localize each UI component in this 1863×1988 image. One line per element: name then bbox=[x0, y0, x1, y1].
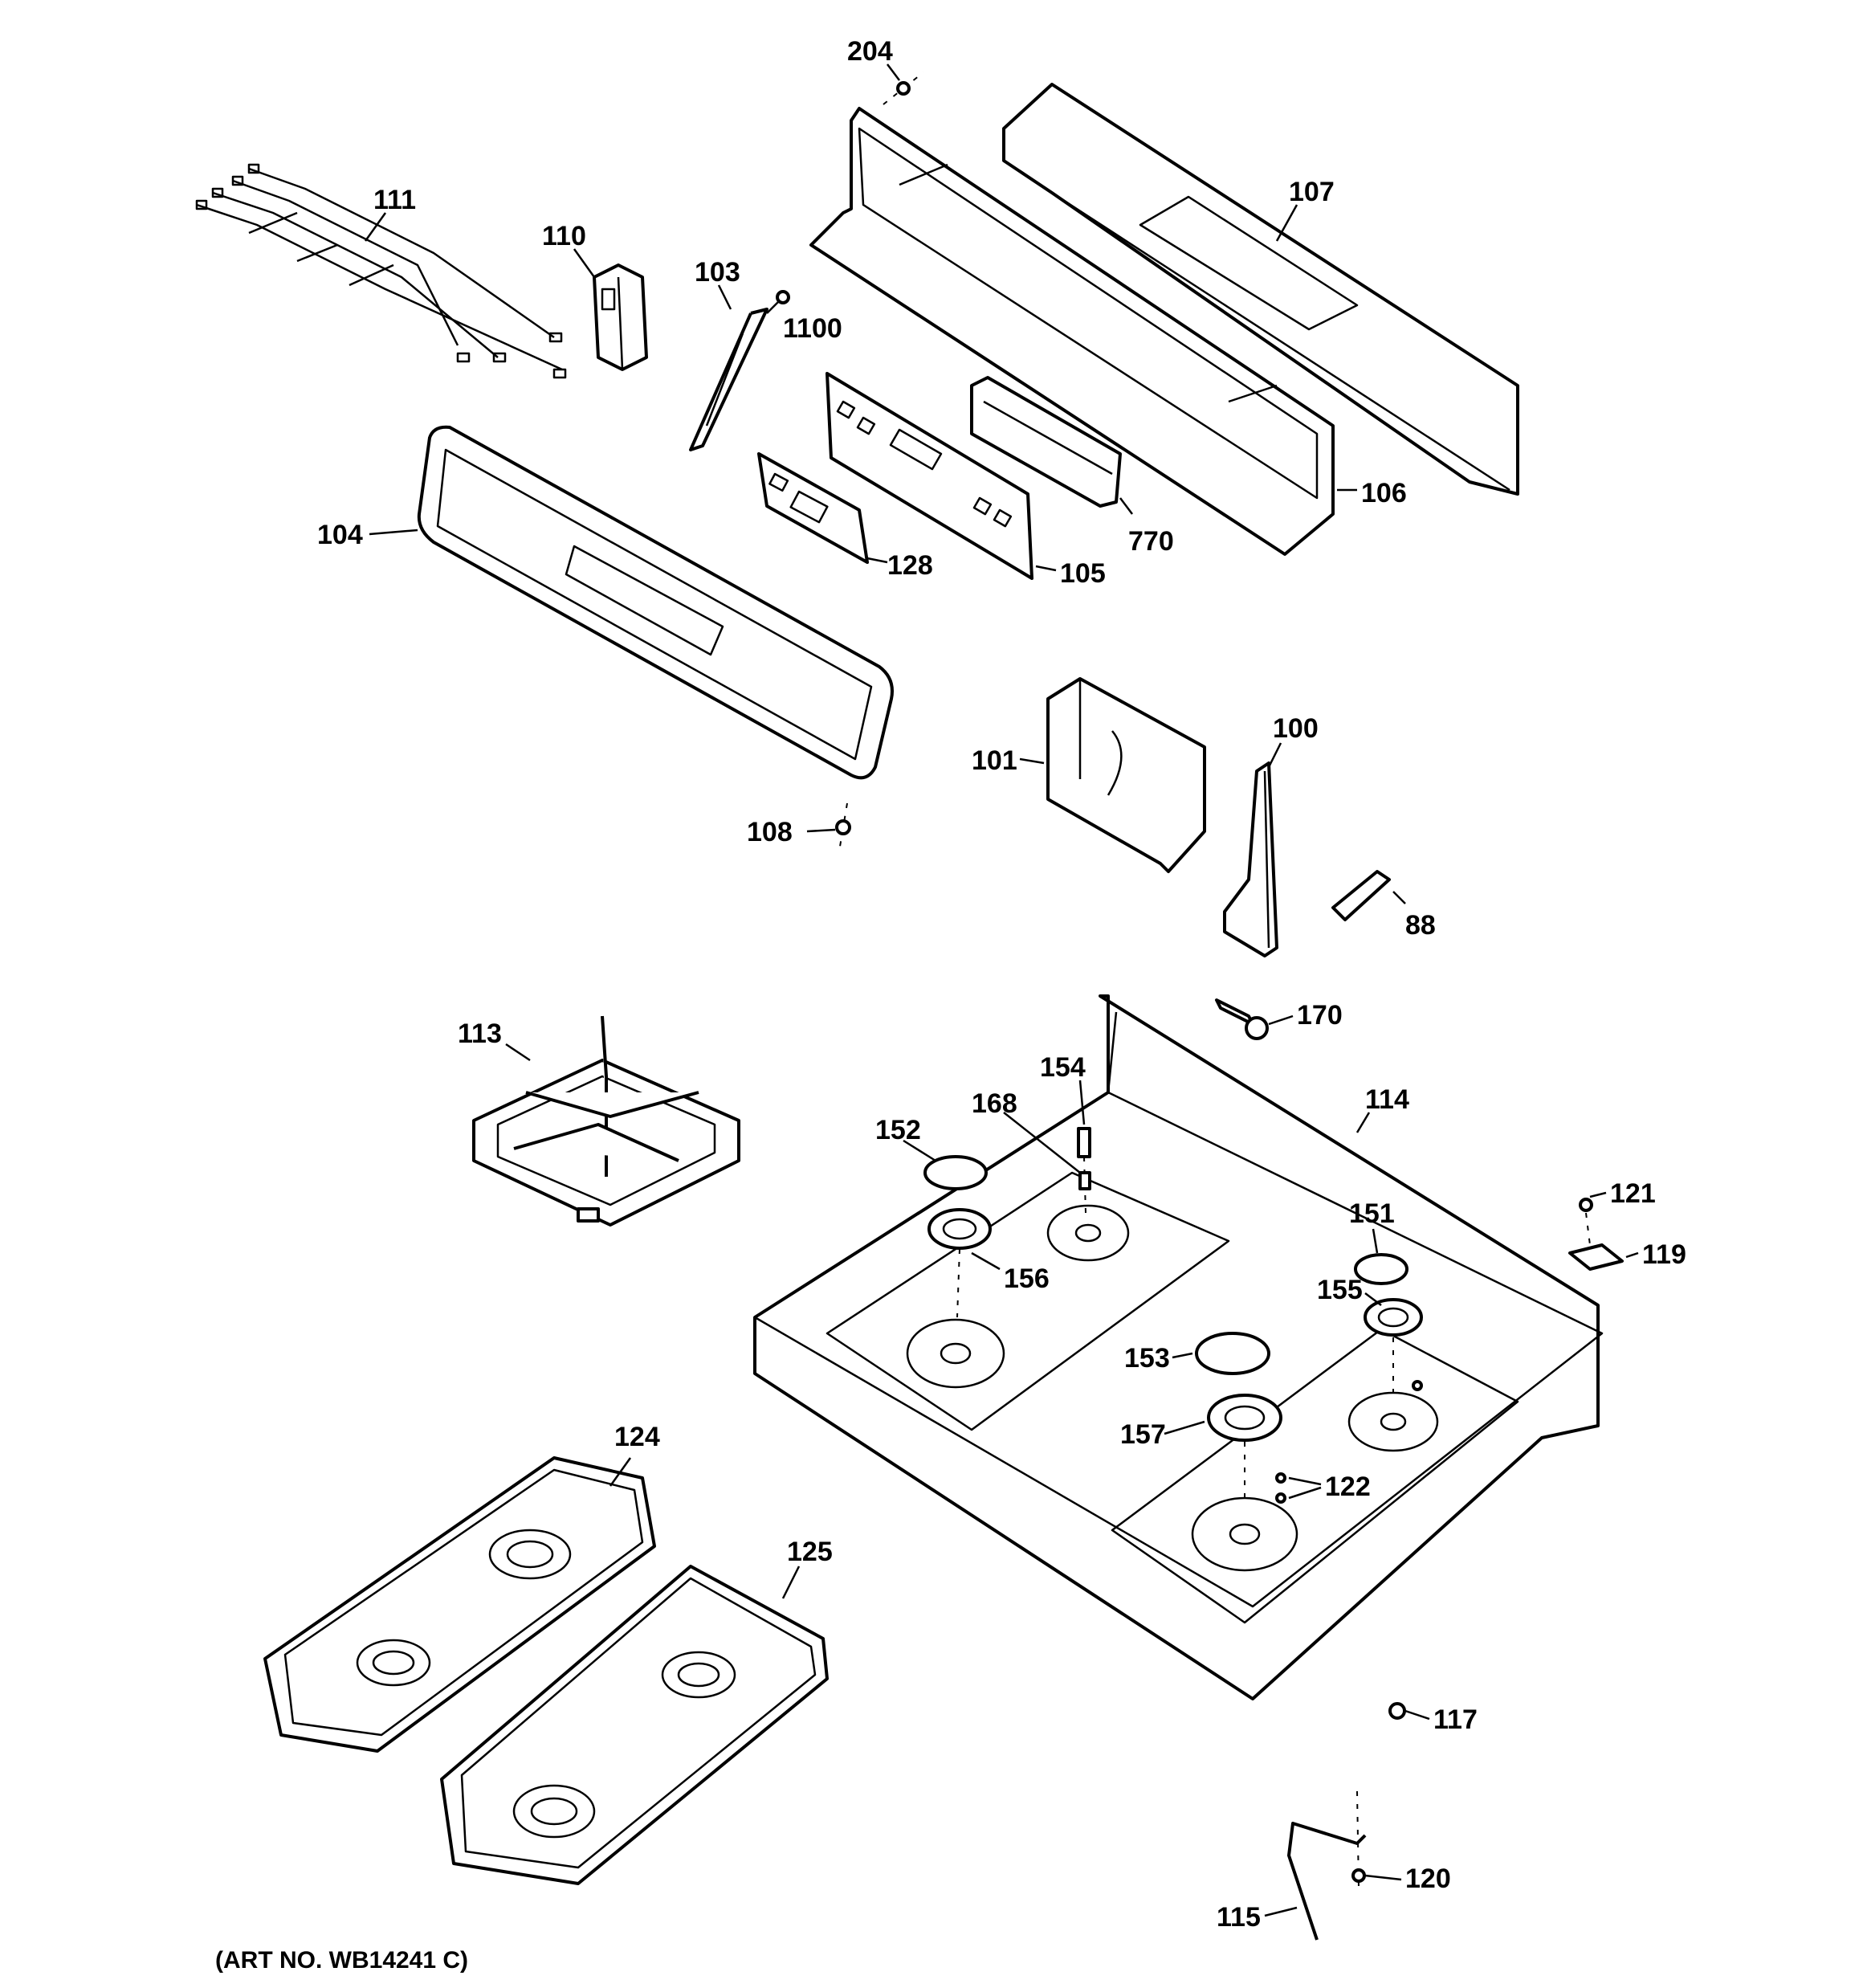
part-110-module bbox=[593, 263, 648, 371]
part-120-screw bbox=[1351, 1790, 1366, 1888]
callout-101: 101 bbox=[972, 745, 1017, 776]
part-157-burner-head bbox=[1207, 1394, 1282, 1502]
art-number: (ART NO. WB14241 C) bbox=[215, 1947, 468, 1974]
callout-labels: 204 107 111 110 103 1100 106 104 128 105… bbox=[317, 36, 1686, 1933]
part-111-wire-harness bbox=[195, 163, 567, 379]
callout-120: 120 bbox=[1405, 1863, 1451, 1894]
callout-156: 156 bbox=[1004, 1263, 1050, 1294]
callout-108: 108 bbox=[747, 817, 793, 847]
part-100-bracket bbox=[1223, 761, 1278, 957]
callout-106: 106 bbox=[1361, 478, 1407, 508]
callout-151: 151 bbox=[1349, 1198, 1395, 1229]
part-204-screw bbox=[883, 71, 924, 105]
part-156-burner-head bbox=[927, 1208, 992, 1318]
callout-121: 121 bbox=[1610, 1178, 1656, 1209]
callout-119: 119 bbox=[1642, 1239, 1686, 1270]
callout-105: 105 bbox=[1060, 558, 1106, 589]
part-128-overlay bbox=[757, 452, 869, 564]
callout-153: 153 bbox=[1124, 1343, 1170, 1374]
callout-103: 103 bbox=[695, 257, 740, 288]
part-770-bracket bbox=[970, 376, 1122, 508]
callout-770: 770 bbox=[1128, 526, 1174, 557]
part-121-screw bbox=[1579, 1198, 1593, 1246]
part-108-screw bbox=[835, 802, 851, 852]
part-119-bracket bbox=[1568, 1243, 1624, 1271]
part-114-cooktop bbox=[753, 994, 1604, 1700]
callout-107: 107 bbox=[1289, 177, 1335, 207]
part-124-burner-pan bbox=[263, 1456, 656, 1753]
callout-1100: 1100 bbox=[783, 313, 842, 344]
part-107-rear-cover bbox=[1002, 83, 1519, 496]
part-115-bracket bbox=[1287, 1822, 1367, 1941]
callout-204: 204 bbox=[847, 36, 893, 67]
callout-155: 155 bbox=[1317, 1275, 1363, 1305]
callout-110: 110 bbox=[542, 221, 586, 251]
callout-115: 115 bbox=[1217, 1902, 1261, 1933]
part-170-screw bbox=[1215, 998, 1269, 1040]
callout-111: 111 bbox=[373, 185, 416, 215]
leader-lines bbox=[364, 63, 1639, 1917]
callout-100: 100 bbox=[1273, 713, 1319, 744]
callout-152: 152 bbox=[875, 1115, 921, 1145]
part-151-burner-cap bbox=[1354, 1253, 1408, 1285]
part-106-backsplash bbox=[809, 107, 1335, 556]
part-117-nut bbox=[1388, 1702, 1406, 1720]
part-113-grate bbox=[472, 1015, 740, 1227]
part-104-control-trim bbox=[417, 425, 894, 780]
callout-122: 122 bbox=[1325, 1472, 1371, 1502]
callout-113: 113 bbox=[458, 1018, 502, 1049]
part-88-clip bbox=[1331, 870, 1391, 921]
part-125-burner-pan bbox=[440, 1565, 829, 1885]
callout-104: 104 bbox=[317, 520, 363, 550]
part-152-burner-cap bbox=[923, 1155, 988, 1190]
part-168-spark-plug bbox=[1078, 1171, 1091, 1190]
callout-125: 125 bbox=[787, 1537, 833, 1567]
part-122-screws bbox=[1275, 1380, 1423, 1504]
callout-88: 88 bbox=[1405, 910, 1436, 941]
callout-128: 128 bbox=[887, 550, 933, 581]
part-153-burner-cap bbox=[1195, 1332, 1270, 1375]
callout-154: 154 bbox=[1040, 1052, 1086, 1083]
callout-117: 117 bbox=[1433, 1704, 1478, 1735]
part-103-bracket bbox=[689, 308, 768, 451]
callout-157: 157 bbox=[1120, 1419, 1166, 1450]
callout-168: 168 bbox=[972, 1088, 1017, 1119]
part-1100-screw bbox=[776, 290, 790, 304]
callout-170: 170 bbox=[1297, 1000, 1343, 1031]
part-155-burner-head bbox=[1364, 1298, 1423, 1398]
part-105-control-board bbox=[826, 372, 1033, 580]
part-101-box-bracket bbox=[1046, 677, 1206, 873]
callout-114: 114 bbox=[1365, 1084, 1409, 1115]
callout-124: 124 bbox=[614, 1422, 660, 1452]
